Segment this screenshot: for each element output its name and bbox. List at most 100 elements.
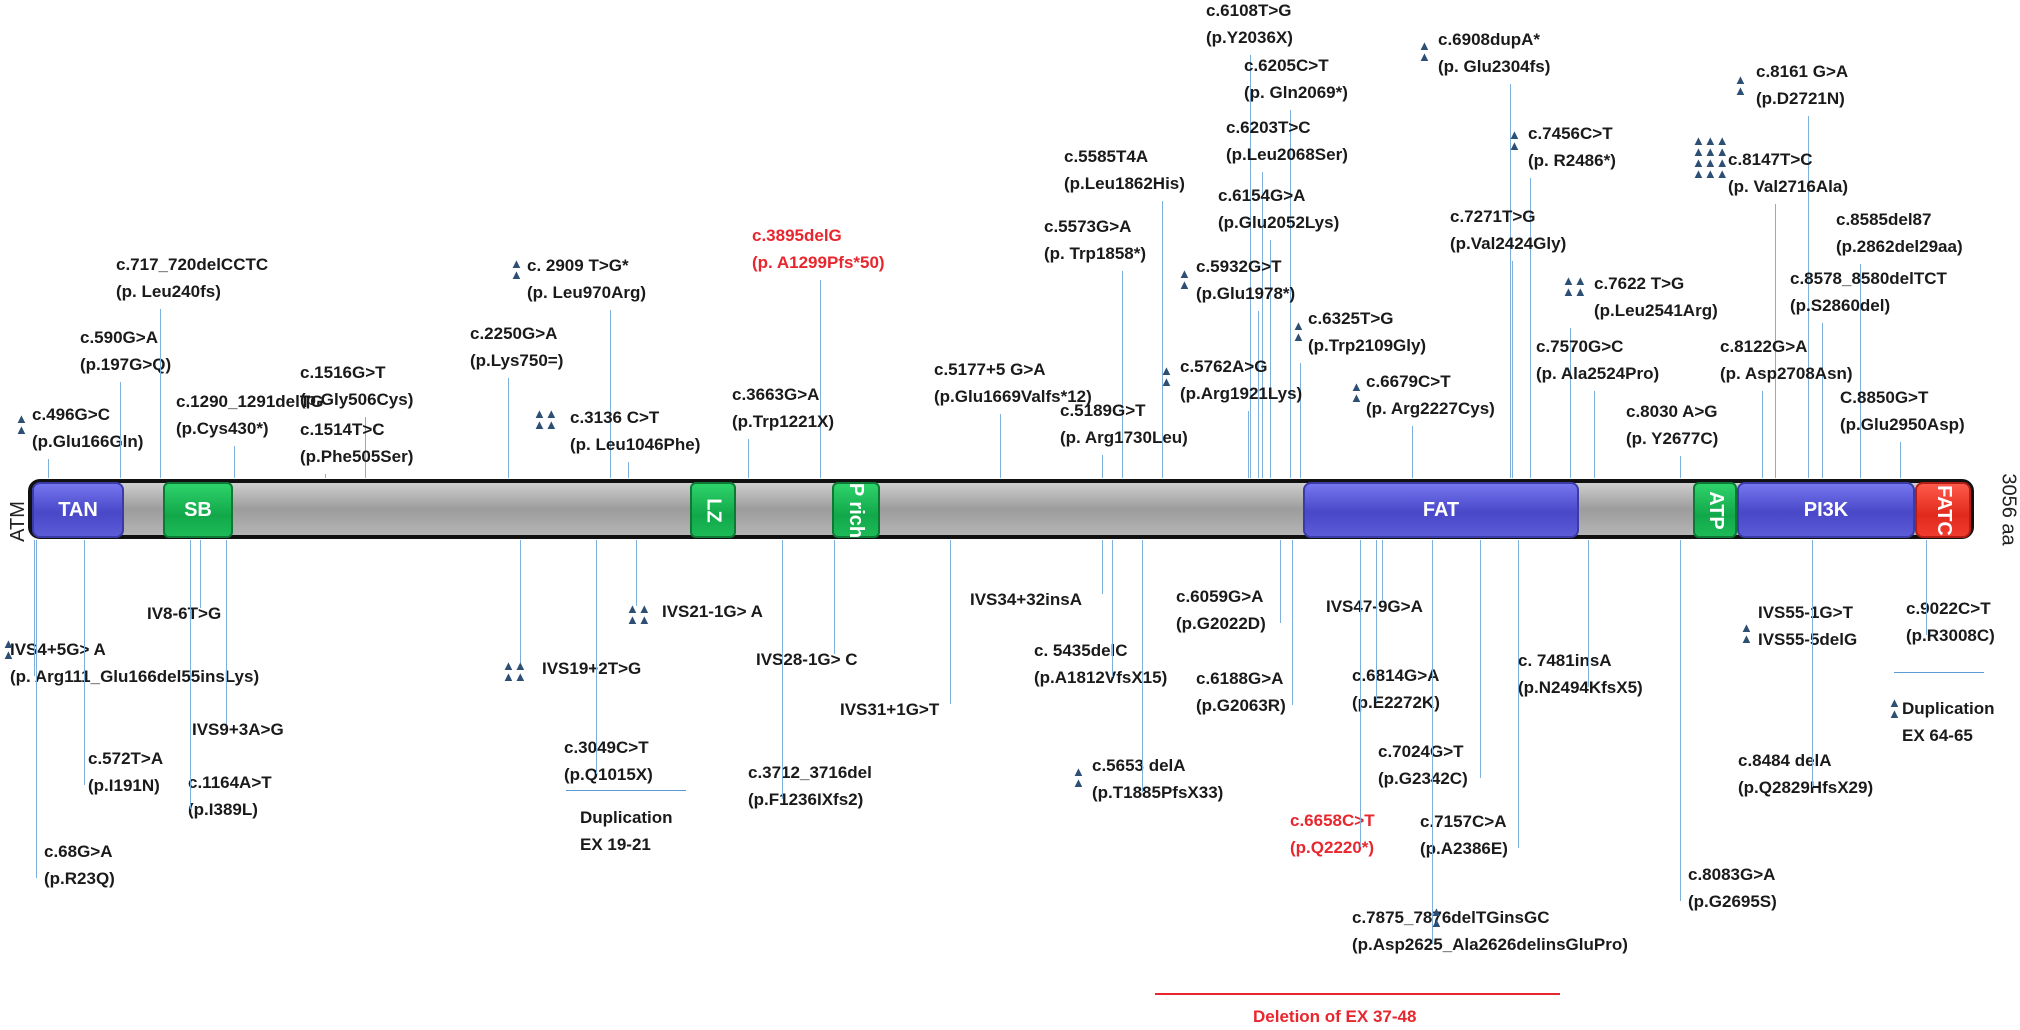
leader-line bbox=[1822, 323, 1823, 478]
mutation-cdna: Duplication bbox=[1902, 699, 1995, 718]
above-mutation-label: c.6205C>T(p. Gln2069*) bbox=[1244, 52, 1348, 106]
mutation-protein-change: (p.2862del29aa) bbox=[1836, 237, 1963, 256]
patient-marker-icon: ▲▲ bbox=[1888, 695, 1901, 721]
mutation-cdna: c.6108T>G bbox=[1206, 1, 1292, 20]
below-mutation-label: IVS19+2T>G bbox=[542, 655, 641, 682]
below-mutation-label: c.6814G>A(p.E2272K) bbox=[1352, 662, 1440, 716]
mutation-protein-change: (p.S2860del) bbox=[1790, 296, 1891, 315]
mutation-protein-change: (p.Leu2541Arg) bbox=[1594, 301, 1718, 320]
above-mutation-label: c.5573G>A(p. Trp1858*) bbox=[1044, 213, 1146, 267]
leader-line bbox=[1102, 540, 1103, 594]
mutation-protein-change: (p.Arg1921Lys) bbox=[1180, 384, 1303, 403]
mutation-protein-change: (p. Asp2708Asn) bbox=[1720, 364, 1853, 383]
mutation-cdna: C.8850G>T bbox=[1840, 388, 1929, 407]
protein-name: ATM bbox=[6, 501, 29, 542]
mutation-protein-change: (p.Asp2625_Ala2626delinsGluPro) bbox=[1352, 935, 1628, 954]
mutation-cdna: IVS21-1G> A bbox=[662, 602, 763, 621]
patient-marker-icon: ▲▲▲▲ bbox=[533, 406, 558, 432]
below-mutation-label: c.6658C>T(p.Q2220*) bbox=[1290, 807, 1375, 861]
mutation-cdna: c.5189G>T bbox=[1060, 401, 1146, 420]
patient-marker-icon: ▲▲ bbox=[1350, 379, 1363, 405]
leader-line bbox=[36, 540, 37, 878]
mutation-cdna: IVS9+3A>G bbox=[192, 720, 284, 739]
mutation-cdna: c.6679C>T bbox=[1366, 372, 1451, 391]
above-mutation-label: C.8850G>T (p.Glu2950Asp) bbox=[1840, 384, 1965, 438]
mutation-protein-change: EX 19-21 bbox=[580, 835, 651, 854]
below-mutation-label: IVS28-1G> C bbox=[756, 646, 858, 673]
above-mutation-label: c.1514T>C(p.Phe505Ser) bbox=[300, 416, 413, 470]
above-mutation-label: c.7570G>C(p. Ala2524Pro) bbox=[1536, 333, 1659, 387]
mutation-cdna: c.3049C>T bbox=[564, 738, 649, 757]
mutation-cdna: IVS34+32insA bbox=[970, 590, 1082, 609]
mutation-cdna: c.8585del87 bbox=[1836, 210, 1932, 229]
mutation-protein-change: (p. A1299Pfs*50) bbox=[752, 253, 885, 272]
leader-line bbox=[1382, 540, 1383, 601]
above-mutation-label: c. 2909 T>G*(p. Leu970Arg) bbox=[527, 252, 646, 306]
mutation-protein-change: (p. Leu970Arg) bbox=[527, 283, 647, 302]
mutation-protein-change: (p.I191N) bbox=[88, 776, 160, 795]
leader-line bbox=[1775, 204, 1776, 478]
mutation-protein-change: (p.G2022D) bbox=[1176, 614, 1266, 633]
domain-lz: LZ bbox=[690, 482, 736, 538]
domain-tan: TAN bbox=[32, 482, 124, 538]
mutation-protein-change: (p.Q2829HfsX29) bbox=[1738, 778, 1874, 797]
below-mutation-label: IVS47-9G>A bbox=[1326, 593, 1423, 620]
above-mutation-label: c.7456C>T(p. R2486*) bbox=[1528, 120, 1616, 174]
above-mutation-label: c.496G>C(p.Glu166Gln) bbox=[32, 401, 143, 455]
mutation-protein-change: (p.A2386E) bbox=[1420, 839, 1508, 858]
mutation-protein-change: (p.I389L) bbox=[188, 800, 258, 819]
patient-marker-icon: ▲▲▲▲▲▲▲▲▲▲▲▲ bbox=[1692, 133, 1729, 181]
duplication-span-line bbox=[1894, 672, 1984, 673]
leader-line bbox=[610, 310, 611, 478]
above-mutation-label: c.8147T>C(p. Val2716Ala) bbox=[1728, 146, 1848, 200]
leader-line bbox=[834, 540, 835, 654]
leader-line bbox=[1570, 328, 1571, 478]
mutation-protein-change: (p. Leu240fs) bbox=[116, 282, 221, 301]
mutation-protein-change: (p.Q2220*) bbox=[1290, 838, 1375, 857]
above-mutation-label: c.8030 A>G(p. Y2677C) bbox=[1626, 398, 1718, 452]
below-mutation-label: c.9022C>T(p.R3008C) bbox=[1906, 595, 1995, 649]
below-mutation-label: IVS21-1G> A bbox=[662, 598, 763, 625]
above-mutation-label: c.590G>A(p.197G>Q) bbox=[80, 324, 171, 378]
leader-line bbox=[1594, 391, 1595, 478]
domain-p-rich: P rich bbox=[832, 482, 880, 538]
mutation-cdna: c.1164A>T bbox=[188, 773, 272, 792]
leader-line bbox=[1142, 540, 1143, 792]
mutation-protein-change: (p. Glu2304fs) bbox=[1438, 57, 1551, 76]
mutation-cdna: c.8147T>C bbox=[1728, 150, 1813, 169]
leader-line bbox=[508, 378, 509, 478]
leader-line bbox=[1808, 116, 1809, 478]
mutation-cdna: IVS31+1G>T bbox=[840, 700, 940, 719]
leader-line bbox=[1376, 540, 1377, 702]
above-mutation-label: c.3895delG(p. A1299Pfs*50) bbox=[752, 222, 885, 276]
below-mutation-label: IVS4+5G> A(p. Arg111_Glu166del55insLys) bbox=[10, 636, 259, 690]
patient-marker-icon: ▲▲ bbox=[1734, 72, 1747, 98]
leader-line bbox=[1512, 261, 1513, 478]
duplication-span-line bbox=[566, 790, 686, 791]
mutation-cdna: c. 7481insA bbox=[1518, 651, 1612, 670]
above-mutation-label: c.5932G>T(p.Glu1978*) bbox=[1196, 253, 1295, 307]
patient-marker-icon: ▲▲▲▲ bbox=[626, 601, 651, 627]
leader-line bbox=[365, 417, 366, 478]
leader-line bbox=[1102, 455, 1103, 478]
above-mutation-label: c.8585del87 (p.2862del29aa) bbox=[1836, 206, 1963, 260]
leader-line bbox=[1300, 363, 1301, 478]
mutation-cdna: c.7271T>G bbox=[1450, 207, 1536, 226]
leader-line bbox=[1480, 540, 1481, 778]
above-mutation-label: c.5585T4A(p.Leu1862His) bbox=[1064, 143, 1185, 197]
above-mutation-label: c.8122G>A(p. Asp2708Asn) bbox=[1720, 333, 1853, 387]
mutation-protein-change: (p.G2342C) bbox=[1378, 769, 1468, 788]
patient-marker-icon: ▲▲ bbox=[1292, 318, 1305, 344]
mutation-protein-change: (p.Trp2109Gly) bbox=[1308, 336, 1427, 355]
domain-fatc: FATC bbox=[1915, 482, 1971, 538]
mutation-protein-change: (p.Glu2950Asp) bbox=[1840, 415, 1965, 434]
mutation-protein-change: IVS55-5delG bbox=[1758, 630, 1858, 649]
leader-line bbox=[1680, 540, 1681, 901]
mutation-cdna: IVS28-1G> C bbox=[756, 650, 858, 669]
leader-line bbox=[1270, 240, 1271, 478]
mutation-cdna: c.9022C>T bbox=[1906, 599, 1991, 618]
below-mutation-label: c.7024G>T(p.G2342C) bbox=[1378, 738, 1468, 792]
mutation-protein-change: (p.Q1015X) bbox=[564, 765, 653, 784]
mutation-protein-change: (p.Y2036X) bbox=[1206, 28, 1293, 47]
